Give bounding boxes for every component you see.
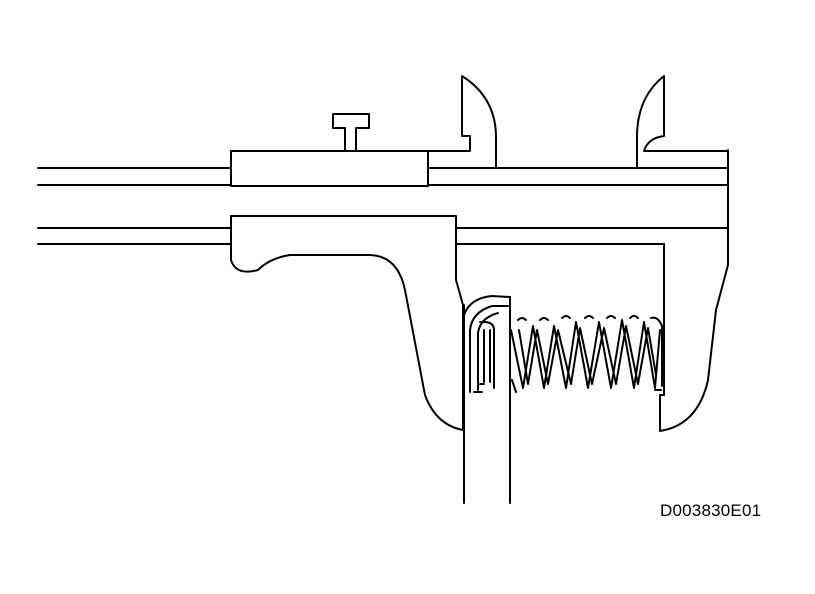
fixed-lower-jaw bbox=[659, 243, 729, 432]
spring-seat-plate bbox=[463, 295, 511, 504]
upper-slider-box bbox=[230, 150, 429, 187]
locking-screw bbox=[332, 113, 370, 152]
figure-code-label: D003830E01 bbox=[660, 501, 762, 520]
coil-spring bbox=[510, 315, 663, 393]
movable-lower-jaw bbox=[230, 215, 464, 431]
upper-jaws bbox=[427, 75, 729, 169]
caliper-main-beam bbox=[37, 149, 729, 266]
